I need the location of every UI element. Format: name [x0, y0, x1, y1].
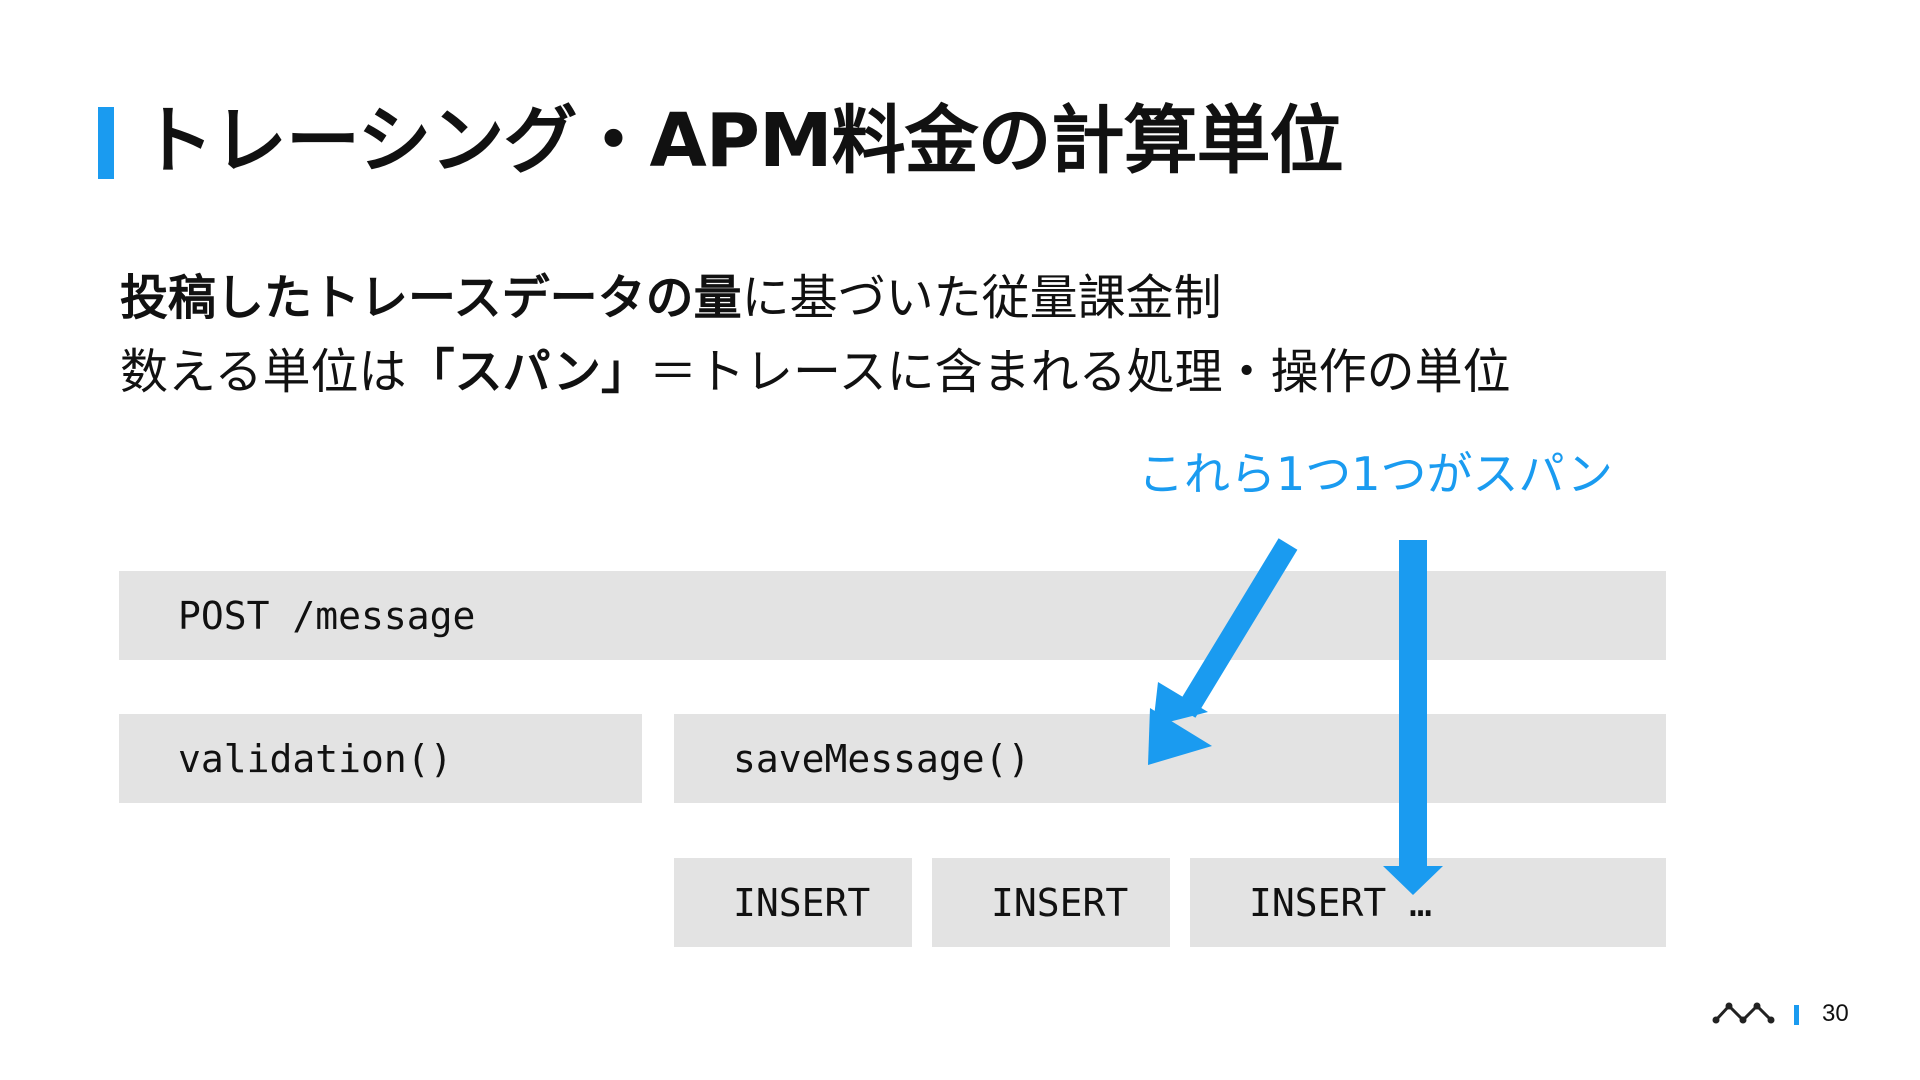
body-line-2-lead: 数える単位は — [120, 344, 407, 400]
span-insert-1-label: INSERT — [733, 880, 871, 925]
span-callout-text: これら1つ1つがスパン — [1138, 447, 1613, 501]
span-insert-3: INSERT … — [1190, 858, 1666, 947]
span-insert-3-label: INSERT … — [1249, 880, 1433, 925]
mackerel-logo-icon — [1712, 1002, 1775, 1024]
page-number: 30 — [1822, 1000, 1849, 1027]
body-line-1-bold: 投稿したトレースデータの量 — [120, 270, 742, 326]
span-insert-1: INSERT — [674, 858, 912, 947]
body-line-1-rest: に基づいた従量課金制 — [741, 270, 1222, 326]
footer-separator — [1794, 1005, 1799, 1025]
span-insert-2: INSERT — [932, 858, 1170, 947]
title-accent-bar — [98, 107, 114, 179]
span-save-message-label: saveMessage() — [733, 736, 1031, 781]
slide-title: トレーシング・APM料金の計算単位 — [140, 98, 1344, 184]
span-validation: validation() — [119, 714, 642, 803]
span-post-message: POST /message — [119, 571, 1666, 660]
body-line-1: 投稿したトレースデータの量に基づいた従量課金制 — [120, 268, 1222, 328]
span-insert-2-label: INSERT — [991, 880, 1129, 925]
body-line-2-bold: 「スパン」 — [406, 344, 649, 400]
body-line-2: 数える単位は「スパン」＝トレースに含まれる処理・操作の単位 — [120, 342, 1511, 402]
span-validation-label: validation() — [178, 736, 453, 781]
span-post-message-label: POST /message — [178, 593, 476, 638]
body-line-2-rest: ＝トレースに含まれる処理・操作の単位 — [648, 344, 1511, 400]
span-save-message: saveMessage() — [674, 714, 1666, 803]
